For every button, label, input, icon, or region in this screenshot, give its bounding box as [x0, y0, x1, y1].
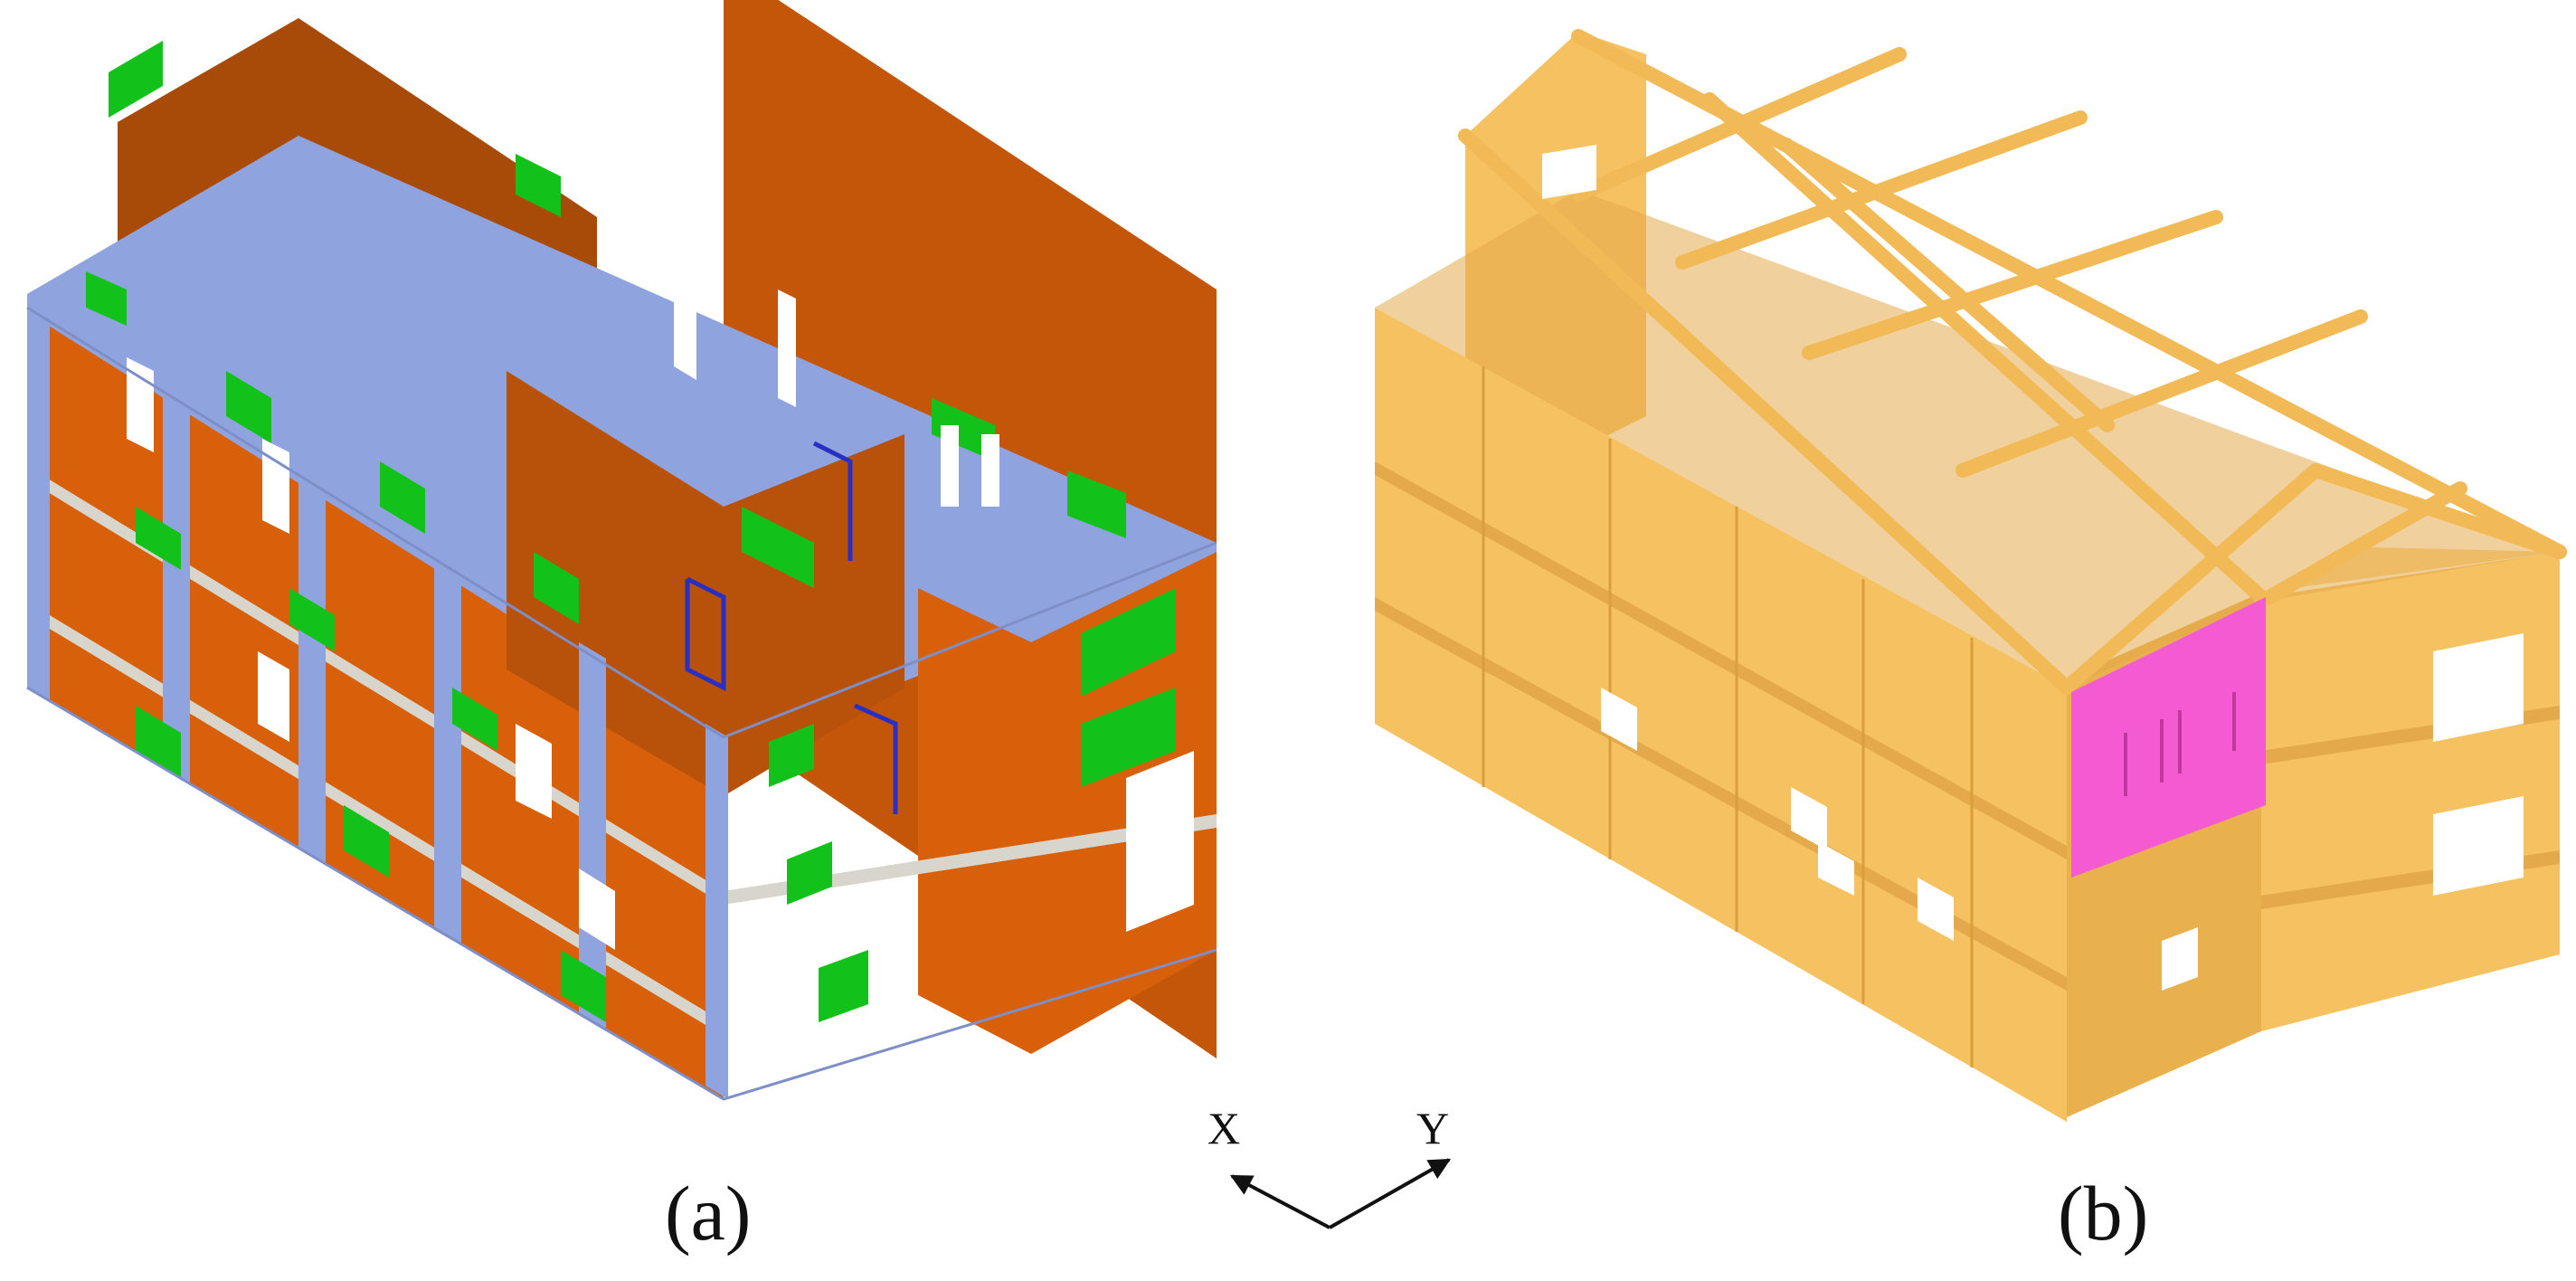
structural-model-b	[1375, 29, 2567, 1122]
window-openings	[1542, 145, 2524, 991]
facade-columns	[27, 308, 728, 1099]
xy-axis-arrows-icon	[1229, 1158, 1452, 1229]
roof-trusses	[1458, 29, 2567, 695]
panel-b-caption: (b)	[2058, 1170, 2149, 1257]
interior-beams	[685, 441, 898, 814]
right-wing-front	[918, 588, 1031, 1054]
front-facade	[27, 308, 724, 1099]
roof-top	[1375, 190, 2560, 688]
front-facade	[1375, 308, 2067, 1122]
wall-openings	[127, 217, 1194, 950]
highlighted-panel-details	[2124, 692, 2236, 796]
panel-a-caption: (a)	[665, 1170, 752, 1257]
right-wing-side	[1031, 552, 1217, 1054]
y-axis-label: Y	[1416, 1103, 1450, 1153]
facade-panel-lines	[1482, 366, 1974, 1068]
floor-slab	[27, 602, 724, 1036]
floor-slab	[724, 814, 1217, 905]
x-axis-label: X	[1208, 1103, 1241, 1153]
right-wing-side	[2261, 552, 2560, 1031]
model-edges	[26, 306, 1217, 1101]
spandrel-elements	[86, 41, 1176, 1022]
highlighted-wall-panel	[2071, 597, 2266, 878]
right-wing-top	[918, 498, 1217, 642]
structural-model-a	[26, 0, 1217, 1101]
